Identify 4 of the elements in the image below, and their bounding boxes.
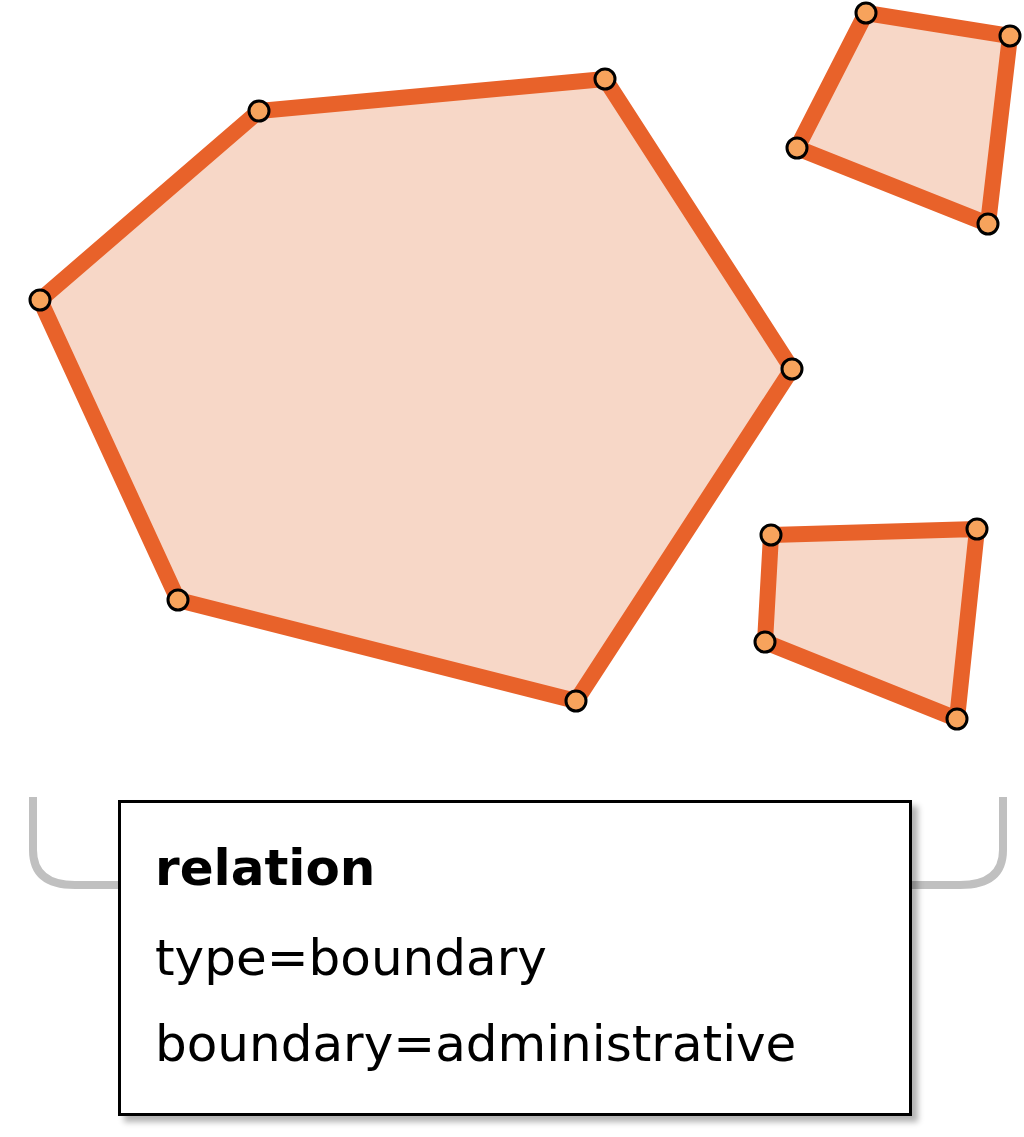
tag-text: type=boundary [155, 929, 547, 987]
card-heading: relation [155, 839, 376, 897]
relation-card [118, 800, 912, 1116]
tag-text: boundary=administrative [155, 1015, 797, 1073]
